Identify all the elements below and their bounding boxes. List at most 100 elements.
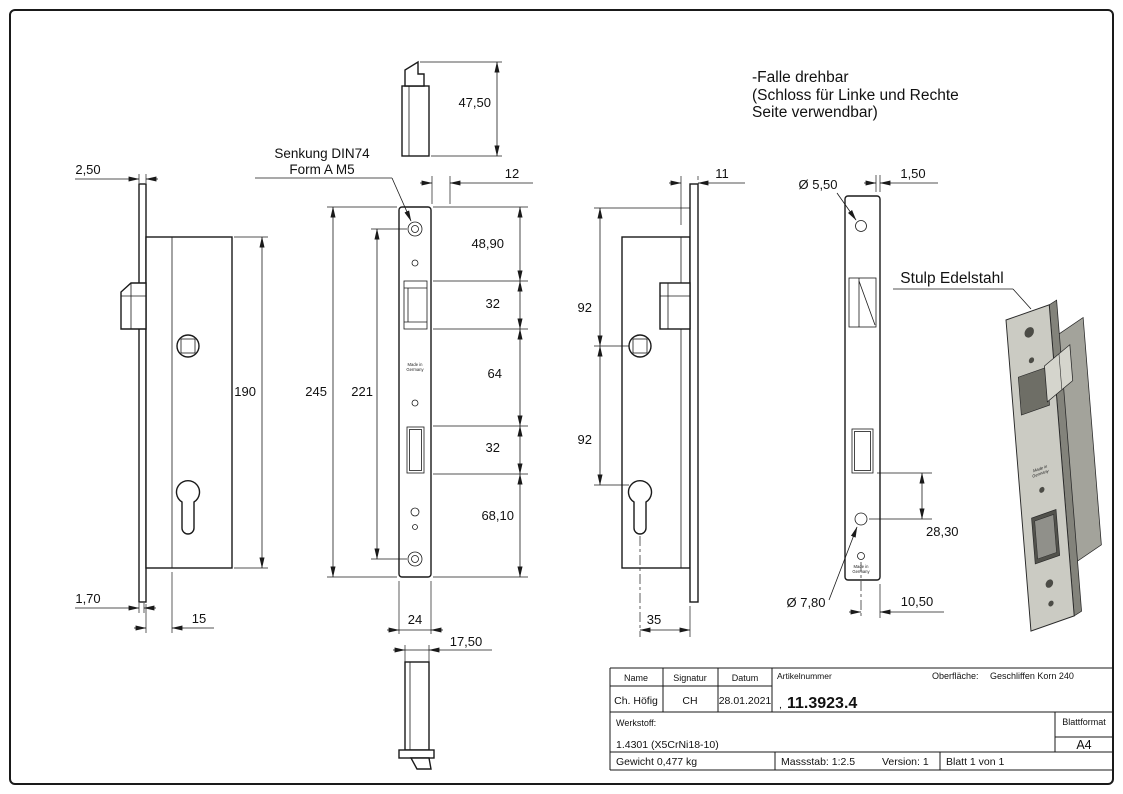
- dim-text: 24: [408, 612, 422, 627]
- latch-opening-2: [848, 277, 877, 328]
- bottom-screw-hole: [407, 551, 423, 567]
- dim-text: 1,50: [900, 166, 925, 181]
- made-in-text: Made in: [408, 362, 424, 367]
- top-screw-hole: [407, 221, 423, 237]
- dim-text: 190: [234, 384, 256, 399]
- dim-text: 92: [578, 432, 592, 447]
- dim-text: 11: [715, 166, 729, 181]
- datum-label: Datum: [732, 673, 759, 683]
- latch-tip-bottom: [409, 757, 432, 770]
- dim-text: 35: [647, 612, 661, 627]
- signatur-value: CH: [682, 695, 697, 707]
- massstab-text: Massstab: 1:2.5: [781, 756, 855, 768]
- stulp-plate-side-2: [689, 183, 699, 603]
- werkstoff-value: 1.4301 (X5CrNi18-10): [616, 739, 719, 751]
- deadbolt-3d: [1034, 514, 1057, 560]
- blatt-text: Blatt 1 von 1: [946, 756, 1005, 768]
- stulp-front: [398, 206, 432, 578]
- dimension-latch-length: 47,50: [420, 61, 502, 157]
- dimension-plate-thickness-top: 2,50: [75, 162, 158, 183]
- leader-line: [1012, 288, 1032, 310]
- latch-tip: [404, 60, 425, 87]
- dimension-latch-width: 17,50: [393, 634, 492, 662]
- note-falle: -Falle drehbar (Schloss für Linke und Re…: [752, 69, 959, 121]
- dimension-10-50: 10,50: [849, 562, 944, 618]
- signatur-label: Signatur: [673, 673, 707, 683]
- blattformat-label: Blattformat: [1062, 717, 1106, 727]
- oberflaeche-value: Geschliffen Korn 240: [990, 671, 1074, 681]
- latch-stem-bottom: [404, 661, 430, 751]
- dimension-plate-thickness-bottom: 1,70: [75, 591, 156, 613]
- latch-opening: [403, 280, 428, 330]
- dim-text: 2,50: [75, 162, 100, 177]
- small-hole-3d: [1028, 357, 1035, 364]
- dim-text: 68,10: [481, 508, 514, 523]
- dimension-11: 11: [669, 166, 745, 225]
- latch-head-side: [120, 282, 147, 330]
- small-hole: [411, 399, 419, 407]
- dim-text: 32: [486, 296, 500, 311]
- dimension-92-chain: 92 92: [578, 207, 690, 486]
- oberflaeche-label: Oberfläche:: [932, 671, 979, 681]
- euro-cylinder-hole-2: [627, 479, 653, 535]
- note-line: (Schloss für Linke und Rechte: [752, 87, 959, 104]
- made-in-text: Germany: [406, 367, 424, 372]
- view-3d-isometric: Made in Germany: [1005, 299, 1102, 632]
- dim-text: 17,50: [450, 634, 483, 649]
- follower-hub-2: [628, 334, 652, 358]
- view-stulp-front: Made in Germany: [844, 195, 881, 581]
- datum-value: 28.01.2021: [719, 695, 772, 707]
- dimension-hole-dia-top: Ø 5,50: [798, 177, 857, 221]
- dimension-hole-spacing: 221: [351, 228, 407, 560]
- latch-head-side-2: [659, 282, 691, 330]
- euro-cylinder-hole: [175, 479, 201, 535]
- werkstoff-label: Werkstoff:: [616, 718, 656, 728]
- dim-text: Ø 7,80: [786, 595, 825, 610]
- leader-line: [391, 177, 412, 222]
- leader-line: [836, 192, 857, 221]
- senkung-label: Form A M5: [289, 162, 354, 177]
- fixing-hole-3d: [1045, 579, 1054, 588]
- view-latch-top-detail: [401, 60, 430, 157]
- dimension-body-height: 190: [234, 236, 268, 569]
- top-screw-hole-2: [855, 220, 867, 232]
- small-hole-3d: [1039, 486, 1045, 493]
- name-label: Name: [624, 673, 648, 683]
- dimension-12: 12: [420, 166, 533, 204]
- view-left-side: [120, 183, 233, 603]
- dimension-hole-dia-bottom: Ø 7,80: [786, 526, 858, 610]
- follower-hub: [176, 334, 200, 358]
- note-stulp-edelstahl: Stulp Edelstahl: [893, 270, 1032, 310]
- deadbolt-opening-2: [851, 428, 874, 474]
- dim-text: 10,50: [901, 594, 934, 609]
- dimension-28-30: 28,30: [869, 472, 959, 539]
- dim-text: 92: [578, 300, 592, 315]
- made-in-text: Germany: [852, 569, 870, 574]
- follower-square-hole: [180, 338, 196, 354]
- dim-text: Ø 5,50: [798, 177, 837, 192]
- follower-square-hole-2: [632, 338, 648, 354]
- view-right-side: [621, 183, 699, 603]
- stulp-plate-front: [844, 195, 881, 581]
- dim-text: 15: [192, 611, 206, 626]
- artikelnummer-value: 11.3923.4: [787, 695, 857, 712]
- deadbolt-face: [409, 429, 422, 471]
- small-hole: [410, 507, 420, 517]
- title-block: Name Signatur Datum Artikelnummer Oberfl…: [609, 667, 1113, 771]
- dim-text: 47,50: [458, 95, 491, 110]
- made-in-text: Germany: [1032, 468, 1049, 479]
- latch-3d: [1044, 344, 1074, 403]
- sheet-border: [9, 9, 1114, 785]
- stulp-plate-side: [138, 183, 147, 603]
- view-front: Made in Germany: [398, 206, 432, 578]
- dim-text: 48,90: [471, 236, 504, 251]
- name-value: Ch. Höfig: [614, 695, 658, 707]
- version-text: Version: 1: [882, 756, 929, 768]
- small-hole: [412, 524, 418, 530]
- dim-text: 64: [488, 366, 502, 381]
- senkung-label: Senkung DIN74: [274, 146, 370, 161]
- fixing-hole-3d: [1048, 600, 1054, 607]
- fixing-hole-large: [854, 512, 868, 526]
- dimension-stulp-width: 24: [387, 581, 443, 634]
